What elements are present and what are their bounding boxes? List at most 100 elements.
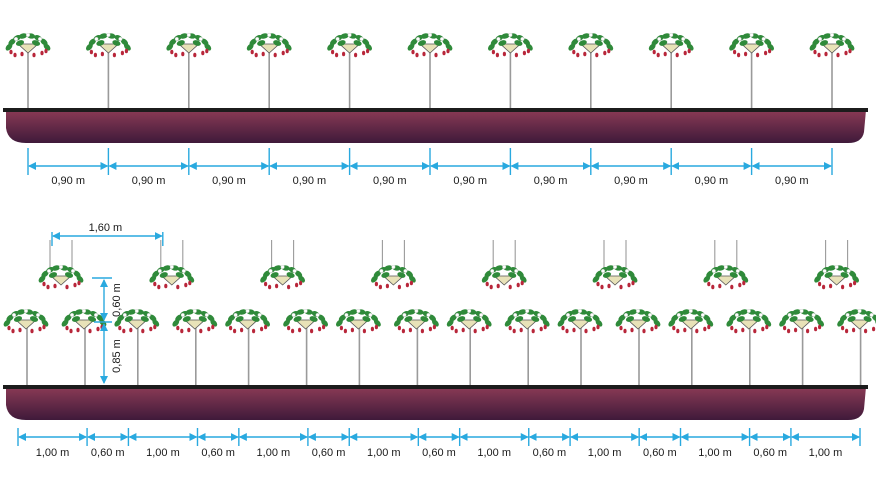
flower bbox=[842, 37, 847, 42]
leaf bbox=[270, 272, 279, 278]
strawberry bbox=[768, 48, 772, 54]
leaf bbox=[3, 319, 11, 327]
strawberry bbox=[512, 328, 516, 334]
strawberry bbox=[446, 48, 450, 54]
flower bbox=[588, 33, 593, 38]
spacing-label-bottom: 0,60 m bbox=[201, 447, 235, 459]
strawberry bbox=[619, 325, 623, 331]
leaf bbox=[210, 319, 218, 327]
strawberry bbox=[595, 52, 599, 58]
strawberry bbox=[30, 328, 34, 334]
leaf bbox=[64, 272, 74, 278]
leaf bbox=[567, 316, 577, 322]
flower bbox=[846, 269, 851, 274]
leaf bbox=[752, 316, 761, 322]
plant-hanging bbox=[38, 265, 84, 290]
strawberry bbox=[120, 50, 124, 56]
dimension-lines bbox=[17, 148, 861, 446]
strawberry bbox=[432, 324, 436, 330]
leaf bbox=[31, 40, 41, 46]
leaf bbox=[767, 43, 775, 51]
strawberry bbox=[261, 51, 265, 57]
strawberry bbox=[756, 52, 760, 58]
strawberry bbox=[676, 328, 680, 334]
flower bbox=[26, 33, 31, 38]
strawberry bbox=[350, 327, 354, 333]
flower bbox=[169, 265, 174, 270]
strawberry bbox=[153, 281, 157, 287]
leaf bbox=[592, 275, 600, 283]
leaf bbox=[74, 309, 84, 315]
strawberry bbox=[9, 49, 13, 55]
flower bbox=[24, 309, 29, 314]
strawberry bbox=[814, 326, 818, 332]
flower bbox=[625, 269, 630, 274]
leaf bbox=[504, 319, 512, 327]
strawberry bbox=[596, 324, 600, 330]
leaf bbox=[112, 40, 121, 46]
basket bbox=[603, 275, 627, 286]
strawberry bbox=[207, 326, 211, 332]
leaf bbox=[273, 40, 282, 46]
spacing-label-bottom: 1,00 m bbox=[588, 447, 622, 459]
leaf bbox=[835, 40, 845, 46]
flower bbox=[830, 33, 835, 38]
flower bbox=[787, 313, 792, 318]
strawberry bbox=[287, 284, 291, 290]
strawberry bbox=[184, 282, 188, 288]
strawberry bbox=[176, 284, 180, 290]
strawberry bbox=[596, 281, 600, 287]
strawberry bbox=[264, 281, 268, 287]
leaf bbox=[235, 316, 244, 322]
leaf bbox=[38, 275, 46, 283]
strawberry bbox=[539, 326, 543, 332]
strawberry bbox=[252, 328, 256, 334]
flower bbox=[601, 269, 606, 274]
leaf bbox=[531, 316, 540, 322]
strawberry bbox=[149, 326, 153, 332]
strawberry bbox=[291, 328, 295, 334]
leaf bbox=[373, 319, 381, 327]
flower bbox=[811, 313, 816, 318]
basket bbox=[405, 319, 428, 330]
plant-bottom-right bbox=[837, 309, 876, 334]
flower bbox=[681, 37, 686, 42]
strawberry bbox=[495, 52, 499, 58]
plant-bottom-left bbox=[225, 309, 271, 334]
leaf bbox=[273, 265, 282, 271]
spacing-label-bottom: 1,00 m bbox=[367, 447, 401, 459]
strawberry bbox=[764, 50, 768, 56]
strawberry bbox=[378, 284, 382, 290]
strawberry bbox=[38, 326, 42, 332]
flower bbox=[157, 269, 162, 274]
leaf bbox=[393, 319, 401, 327]
leaf bbox=[384, 265, 393, 271]
strawberry bbox=[415, 52, 419, 58]
strawberry bbox=[273, 52, 277, 58]
leaf bbox=[518, 309, 527, 315]
flower bbox=[657, 37, 662, 42]
strawberry bbox=[652, 49, 656, 55]
leaf bbox=[819, 40, 829, 46]
leaf bbox=[179, 33, 188, 39]
strawberry bbox=[298, 327, 302, 333]
basket bbox=[183, 319, 206, 330]
spacing-label-top: 0,90 m bbox=[695, 175, 729, 187]
strawberry bbox=[744, 51, 748, 57]
strawberry bbox=[603, 50, 607, 56]
leaf bbox=[337, 40, 346, 46]
spacing-label-bottom: 0,60 m bbox=[91, 447, 125, 459]
leaf bbox=[515, 316, 524, 322]
strawberry bbox=[707, 324, 711, 330]
plant-hanging bbox=[370, 265, 416, 290]
leaf bbox=[99, 33, 108, 39]
leaf bbox=[172, 319, 180, 327]
leaf bbox=[457, 316, 466, 322]
strawberry bbox=[118, 325, 122, 331]
flower bbox=[268, 269, 273, 274]
flower bbox=[118, 37, 123, 42]
leaf bbox=[76, 275, 84, 283]
leaf bbox=[741, 275, 749, 283]
spacing-label-bottom: 0,60 m bbox=[753, 447, 787, 459]
